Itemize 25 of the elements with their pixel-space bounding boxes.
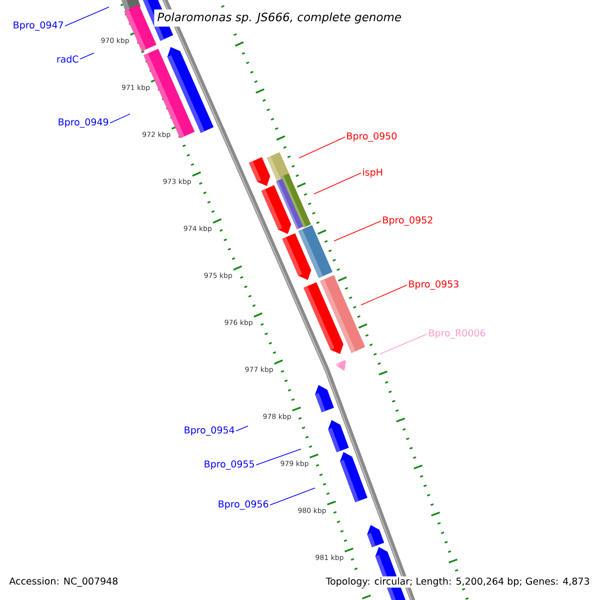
gene-label: Bpro_0952 bbox=[383, 216, 432, 226]
gene-label: Bpro_0953 bbox=[409, 280, 458, 290]
accession-label: Accession: NC_007948 bbox=[8, 576, 120, 588]
leader-line bbox=[256, 448, 302, 466]
gene-label: Bpro_0947 bbox=[14, 21, 63, 31]
gene-label: Bpro_0954 bbox=[184, 426, 234, 436]
gene-label: ispH bbox=[363, 168, 382, 178]
gene-label: Bpro_0956 bbox=[218, 500, 268, 510]
leader-line bbox=[360, 284, 408, 306]
leader-line bbox=[64, 6, 110, 26]
leader-line bbox=[80, 52, 94, 60]
leader-line bbox=[110, 114, 130, 124]
gene-label: Bpro_0949 bbox=[58, 118, 108, 128]
leader-line bbox=[314, 172, 362, 194]
gene-label: radC bbox=[57, 55, 78, 63]
leader-line bbox=[380, 334, 428, 354]
leader-line bbox=[236, 426, 248, 432]
leader-line bbox=[270, 488, 316, 506]
map-title: Polaromonas sp. JS666, complete genome bbox=[154, 9, 405, 27]
gene-label: Bpro_0955 bbox=[204, 460, 254, 470]
gene-label: Bpro_0950 bbox=[347, 132, 397, 142]
leader-line bbox=[334, 220, 382, 242]
genome-info: Topology: circular; Length: 5,200,264 bp; Genes: 4,873 bbox=[324, 576, 591, 588]
leader-line bbox=[298, 136, 346, 158]
gene-label: Bpro_R0006 bbox=[429, 329, 486, 339]
